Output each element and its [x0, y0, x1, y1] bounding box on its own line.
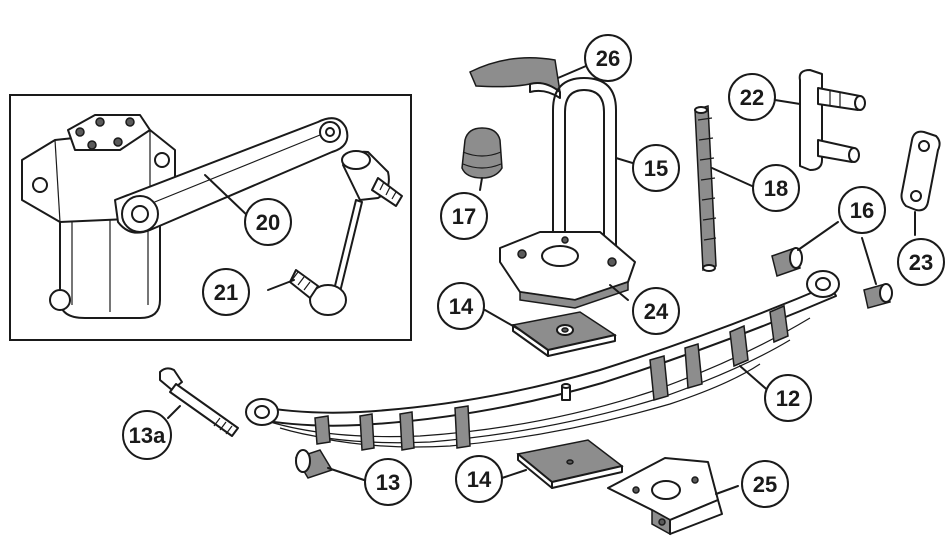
callout-14-lower: 14 — [455, 455, 503, 503]
inset-frame — [9, 94, 412, 341]
part-15-u-bolt — [552, 77, 637, 246]
callout-22: 22 — [728, 73, 776, 121]
callout-18: 18 — [752, 164, 800, 212]
part-14-pad-upper — [484, 309, 617, 357]
svg-text:23: 23 — [909, 250, 933, 275]
svg-text:13: 13 — [376, 470, 400, 495]
callout-26: 26 — [584, 34, 632, 82]
svg-text:18: 18 — [764, 176, 788, 201]
callout-14-upper: 14 — [437, 282, 485, 330]
callout-13a: 13a — [122, 410, 172, 460]
callout-15: 15 — [632, 144, 680, 192]
callout-17: 17 — [440, 192, 488, 240]
svg-text:16: 16 — [850, 198, 874, 223]
part-13-bush — [294, 449, 365, 481]
part-25-lower-plate — [607, 457, 739, 536]
callout-13: 13 — [364, 458, 412, 506]
svg-text:25: 25 — [753, 472, 777, 497]
part-24-u-bolt-plate — [499, 231, 636, 309]
callout-25: 25 — [741, 460, 789, 508]
part-20-lever-arm-damper — [21, 114, 349, 319]
callout-21: 21 — [202, 268, 250, 316]
callout-12: 12 — [764, 374, 812, 422]
part-12-leaf-spring — [245, 270, 840, 451]
callout-20: 20 — [244, 198, 292, 246]
svg-text:20: 20 — [256, 210, 280, 235]
part-16-bushes — [771, 221, 893, 309]
part-18-rebound-strap — [694, 104, 753, 272]
part-14-pad-lower — [501, 439, 624, 489]
part-13a-bolt — [159, 367, 239, 437]
part-17-bump-rubber — [461, 127, 503, 191]
svg-text:15: 15 — [644, 156, 668, 181]
svg-text:12: 12 — [776, 386, 800, 411]
svg-text:24: 24 — [644, 299, 669, 324]
part-21-drop-link — [267, 150, 403, 316]
svg-text:14: 14 — [449, 294, 474, 319]
part-22-shackle — [774, 69, 866, 171]
callout-24: 24 — [632, 287, 680, 335]
svg-text:26: 26 — [596, 46, 620, 71]
svg-text:14: 14 — [467, 467, 492, 492]
svg-text:22: 22 — [740, 85, 764, 110]
part-23-shackle-plate — [900, 130, 941, 236]
svg-text:21: 21 — [214, 280, 238, 305]
svg-text:13a: 13a — [129, 423, 166, 448]
callout-16: 16 — [838, 186, 886, 234]
svg-text:17: 17 — [452, 204, 476, 229]
part-26-saddle — [469, 56, 587, 99]
callout-23: 23 — [897, 238, 945, 286]
